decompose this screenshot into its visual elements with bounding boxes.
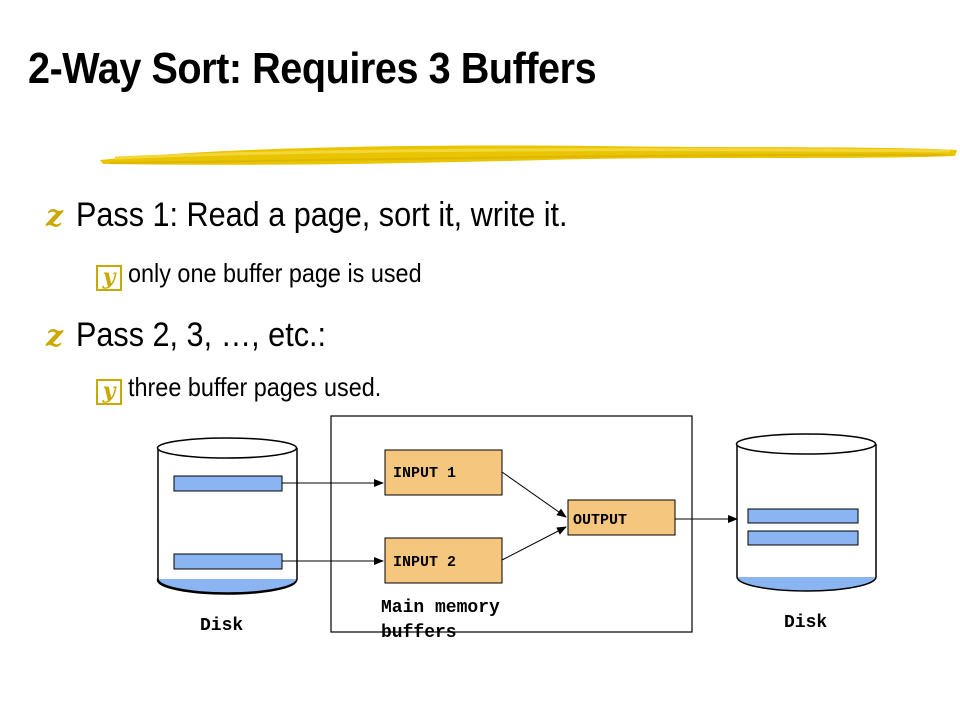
y-bullet-icon: y <box>96 379 122 405</box>
disk-page <box>173 475 283 492</box>
arrow-input-1-to-output <box>501 471 567 518</box>
title-underline <box>100 145 957 165</box>
bullet-pass-1: z Pass 1: Read a page, sort it, write it… <box>46 196 622 235</box>
input-2-label: INPUT 2 <box>393 554 456 571</box>
bullet-text: Pass 2, 3, …, etc.: <box>76 316 327 354</box>
disk-page <box>747 530 859 546</box>
input-2-buffer: INPUT 2 <box>384 537 503 584</box>
sub-bullet-three-buffers: y three buffer pages used. <box>96 372 409 405</box>
sub-bullet-text: only one buffer page is used <box>128 258 422 288</box>
bullet-text: Pass 1: Read a page, sort it, write it. <box>76 196 568 234</box>
input-1-buffer: INPUT 1 <box>384 449 503 496</box>
disk-page <box>747 508 859 524</box>
right-disk <box>735 433 877 592</box>
arrow-input-2-to-output <box>501 526 567 561</box>
sub-bullet-one-buffer: y only one buffer page is used <box>96 258 454 291</box>
main-memory-box <box>330 415 693 633</box>
main-memory-label: Main memory buffers <box>381 598 500 643</box>
disk-page <box>173 553 283 570</box>
left-disk-label: Disk <box>200 616 243 636</box>
right-disk-label: Disk <box>784 613 827 633</box>
z-bullet-icon: z <box>46 199 64 234</box>
input-1-label: INPUT 1 <box>393 465 456 482</box>
y-bullet-icon: y <box>96 265 122 291</box>
z-bullet-icon: z <box>46 319 64 354</box>
sub-bullet-text: three buffer pages used. <box>128 372 382 402</box>
output-label: OUTPUT <box>573 512 627 529</box>
bullet-pass-2: z Pass 2, 3, …, etc.: <box>46 316 354 355</box>
left-disk <box>156 437 298 595</box>
slide-title: 2-Way Sort: Requires 3 Buffers <box>28 44 597 93</box>
output-buffer: OUTPUT <box>567 499 676 536</box>
